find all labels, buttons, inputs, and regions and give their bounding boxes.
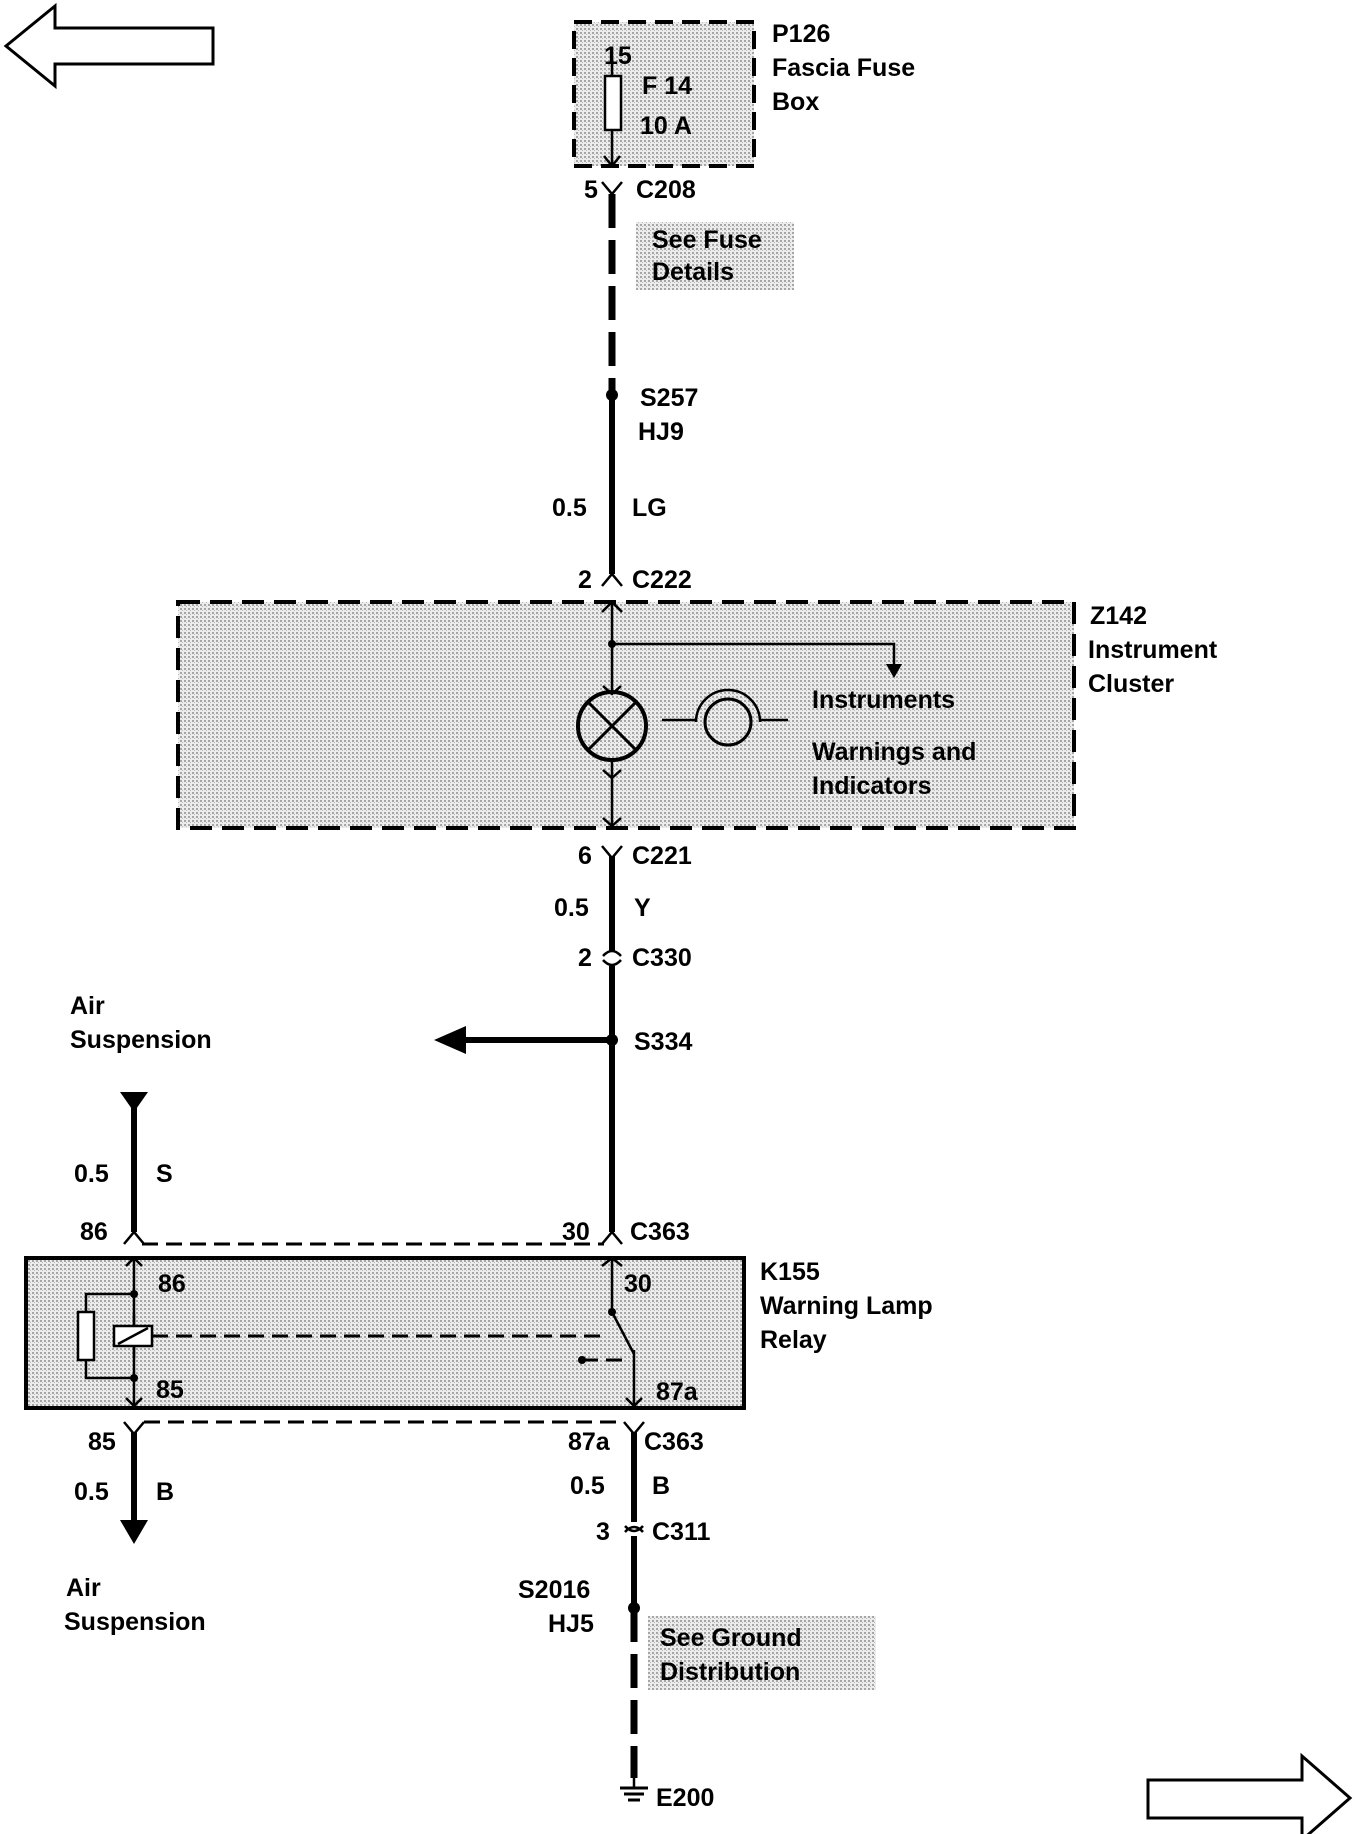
relay-ref-label: K155 bbox=[760, 1258, 820, 1286]
connector-c311-symbol bbox=[624, 1525, 644, 1533]
s257-ref-label: S257 bbox=[640, 384, 698, 412]
s2016-harness-label: HJ5 bbox=[548, 1610, 594, 1638]
fuse-details-note-line2[interactable]: Details bbox=[652, 258, 734, 286]
ground-e200-label: E200 bbox=[656, 1784, 714, 1812]
c208-pin-label: 5 bbox=[584, 176, 598, 204]
wire4-color-label: B bbox=[156, 1478, 174, 1506]
c222-pin-label: 2 bbox=[578, 566, 592, 594]
connector-c208-symbol bbox=[601, 181, 623, 196]
c311-ref-label: C311 bbox=[652, 1518, 710, 1546]
wire5-size-label: 0.5 bbox=[570, 1472, 605, 1500]
relay-pin86-label: 86 bbox=[158, 1270, 186, 1298]
c208-ref-label: C208 bbox=[636, 176, 696, 204]
cluster-warnings-line2: Indicators bbox=[812, 772, 931, 800]
c222-ref-label: C222 bbox=[632, 566, 692, 594]
wire1-color-label: LG bbox=[632, 494, 667, 522]
wire2-color-label: Y bbox=[634, 894, 651, 922]
connector-c363-pin86-symbol bbox=[123, 1230, 145, 1245]
gauge-instrument-icon bbox=[662, 688, 788, 747]
fuse-id-label: F 14 bbox=[642, 72, 692, 100]
warning-lamp-bulb-icon bbox=[576, 690, 648, 762]
air-suspension-bottom-line1[interactable]: Air bbox=[66, 1574, 101, 1602]
c221-ref-label: C221 bbox=[632, 842, 692, 870]
c363-bottom-ref-label: C363 bbox=[644, 1428, 704, 1456]
ground-note-line2[interactable]: Distribution bbox=[660, 1658, 800, 1686]
s2016-ref-label: S2016 bbox=[518, 1576, 590, 1604]
c330-pin-label: 2 bbox=[578, 944, 592, 972]
wire4-size-label: 0.5 bbox=[74, 1478, 109, 1506]
air-suspension-top-line1[interactable]: Air bbox=[70, 992, 105, 1020]
air-suspension-input-arrow-icon bbox=[120, 1092, 148, 1112]
connector-c222-symbol bbox=[601, 572, 623, 587]
wire3-size-label: 0.5 bbox=[74, 1160, 109, 1188]
relay-pin30-label: 30 bbox=[624, 1270, 652, 1298]
next-page-arrow-icon[interactable] bbox=[1146, 1752, 1353, 1834]
see-fuse-details-note-box bbox=[636, 222, 794, 290]
air-suspension-bottom-line2[interactable]: Suspension bbox=[64, 1608, 206, 1636]
c221-pin-label: 6 bbox=[578, 842, 592, 870]
previous-page-arrow-icon[interactable] bbox=[3, 2, 215, 90]
air-suspension-output-arrow-icon bbox=[120, 1520, 148, 1544]
instrument-cluster-outline bbox=[176, 600, 1076, 830]
air-suspension-top-line2[interactable]: Suspension bbox=[70, 1026, 212, 1054]
wire1-size-label: 0.5 bbox=[552, 494, 587, 522]
fuse-rating-label: 10 A bbox=[640, 112, 692, 140]
cluster-name-line1: Instrument bbox=[1088, 636, 1218, 664]
ground-note-line1[interactable]: See Ground bbox=[660, 1624, 802, 1652]
fuse-box-name-line2: Box bbox=[772, 88, 819, 116]
see-ground-distribution-note-box bbox=[648, 1616, 876, 1690]
c363-top-pin30-label: 30 bbox=[562, 1218, 590, 1246]
cluster-name-line2: Cluster bbox=[1088, 670, 1174, 698]
ground-e200-icon bbox=[620, 1772, 648, 1802]
c330-ref-label: C330 bbox=[632, 944, 692, 972]
c311-pin-label: 3 bbox=[596, 1518, 610, 1546]
fuse-box-ref: P126 bbox=[772, 20, 830, 48]
relay-name-line1: Warning Lamp bbox=[760, 1292, 933, 1320]
relay-name-line2: Relay bbox=[760, 1326, 827, 1354]
cluster-warnings-line1: Warnings and bbox=[812, 738, 976, 766]
fuse-f14-icon bbox=[603, 58, 623, 169]
cluster-instruments-label: Instruments bbox=[812, 686, 955, 714]
connector-c363-pin30-symbol bbox=[601, 1230, 623, 1245]
relay-pin85-label: 85 bbox=[156, 1376, 184, 1404]
wire2-size-label: 0.5 bbox=[554, 894, 589, 922]
c363-top-ref-label: C363 bbox=[630, 1218, 690, 1246]
fuse-box-name-line1: Fascia Fuse bbox=[772, 54, 915, 82]
c363-bottom-pin87a-label: 87a bbox=[568, 1428, 611, 1456]
relay-internal-wiring bbox=[76, 1256, 643, 1408]
s334-ref-label: S334 bbox=[634, 1028, 692, 1056]
air-suspension-branch-arrow-icon bbox=[434, 1026, 466, 1054]
fuse-pin-label: 15 bbox=[604, 42, 632, 70]
s257-harness-label: HJ9 bbox=[638, 418, 684, 446]
wire5-color-label: B bbox=[652, 1472, 670, 1500]
connector-c330-symbol bbox=[602, 949, 622, 967]
c363-bottom-pin85-label: 85 bbox=[88, 1428, 116, 1456]
c363-top-pin86-label: 86 bbox=[80, 1218, 108, 1246]
fuse-details-note-line1[interactable]: See Fuse bbox=[652, 226, 762, 254]
cluster-ref-label: Z142 bbox=[1090, 602, 1147, 630]
relay-pin87a-label: 87a bbox=[656, 1378, 699, 1406]
wire3-color-label: S bbox=[156, 1160, 173, 1188]
